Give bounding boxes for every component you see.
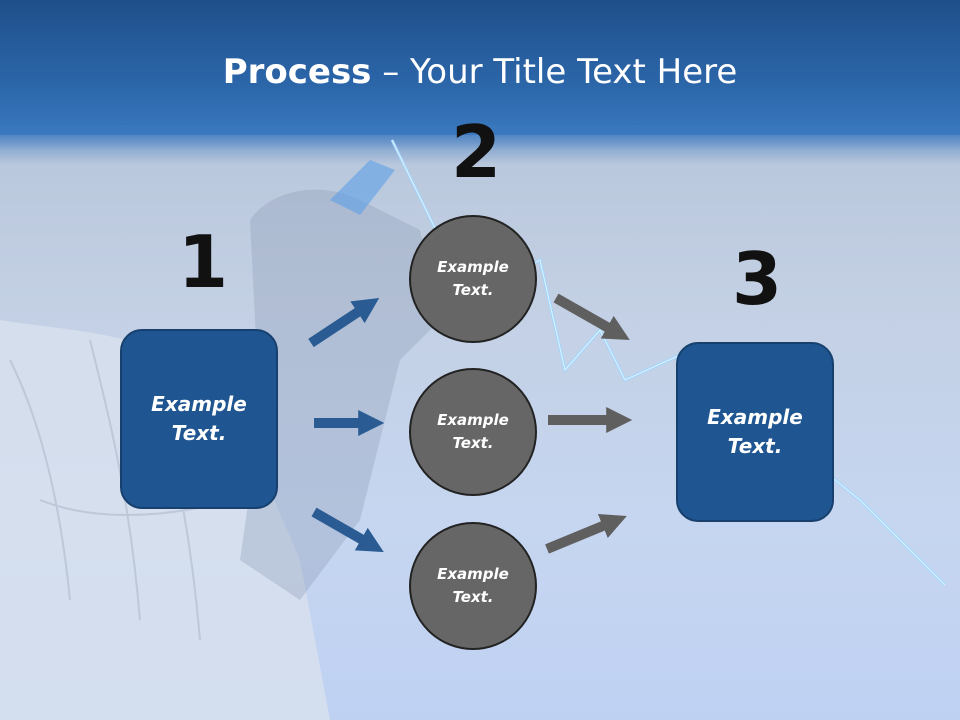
step-3-label-line2: Text.	[727, 434, 783, 458]
arrow-gray-up	[545, 513, 627, 554]
slide-title: Process – Your Title Text Here	[0, 52, 960, 92]
header-fade	[0, 125, 960, 165]
step-1-label-line2: Text.	[171, 421, 227, 445]
circle-top-line1: Example	[437, 258, 509, 276]
step-1-label-line1: Example	[151, 392, 247, 416]
step-3-label-line1: Example	[707, 405, 803, 429]
header-band	[0, 0, 960, 135]
arrow-gray-down	[553, 293, 630, 341]
arrow-blue-down	[311, 507, 384, 553]
arrow-blue-up	[308, 297, 380, 348]
title-rest: – Your Title Text Here	[371, 52, 738, 92]
step-number-1: 1	[178, 220, 229, 304]
step-number-3: 3	[732, 237, 783, 321]
title-bold: Process	[222, 52, 372, 92]
step-number-2: 2	[451, 110, 502, 194]
circle-top-line2: Text.	[452, 281, 494, 299]
circle-bottom-line2: Text.	[452, 588, 494, 606]
circle-middle-line2: Text.	[452, 434, 494, 452]
circle-middle-line1: Example	[437, 411, 509, 429]
circle-bottom-line1: Example	[437, 565, 509, 583]
